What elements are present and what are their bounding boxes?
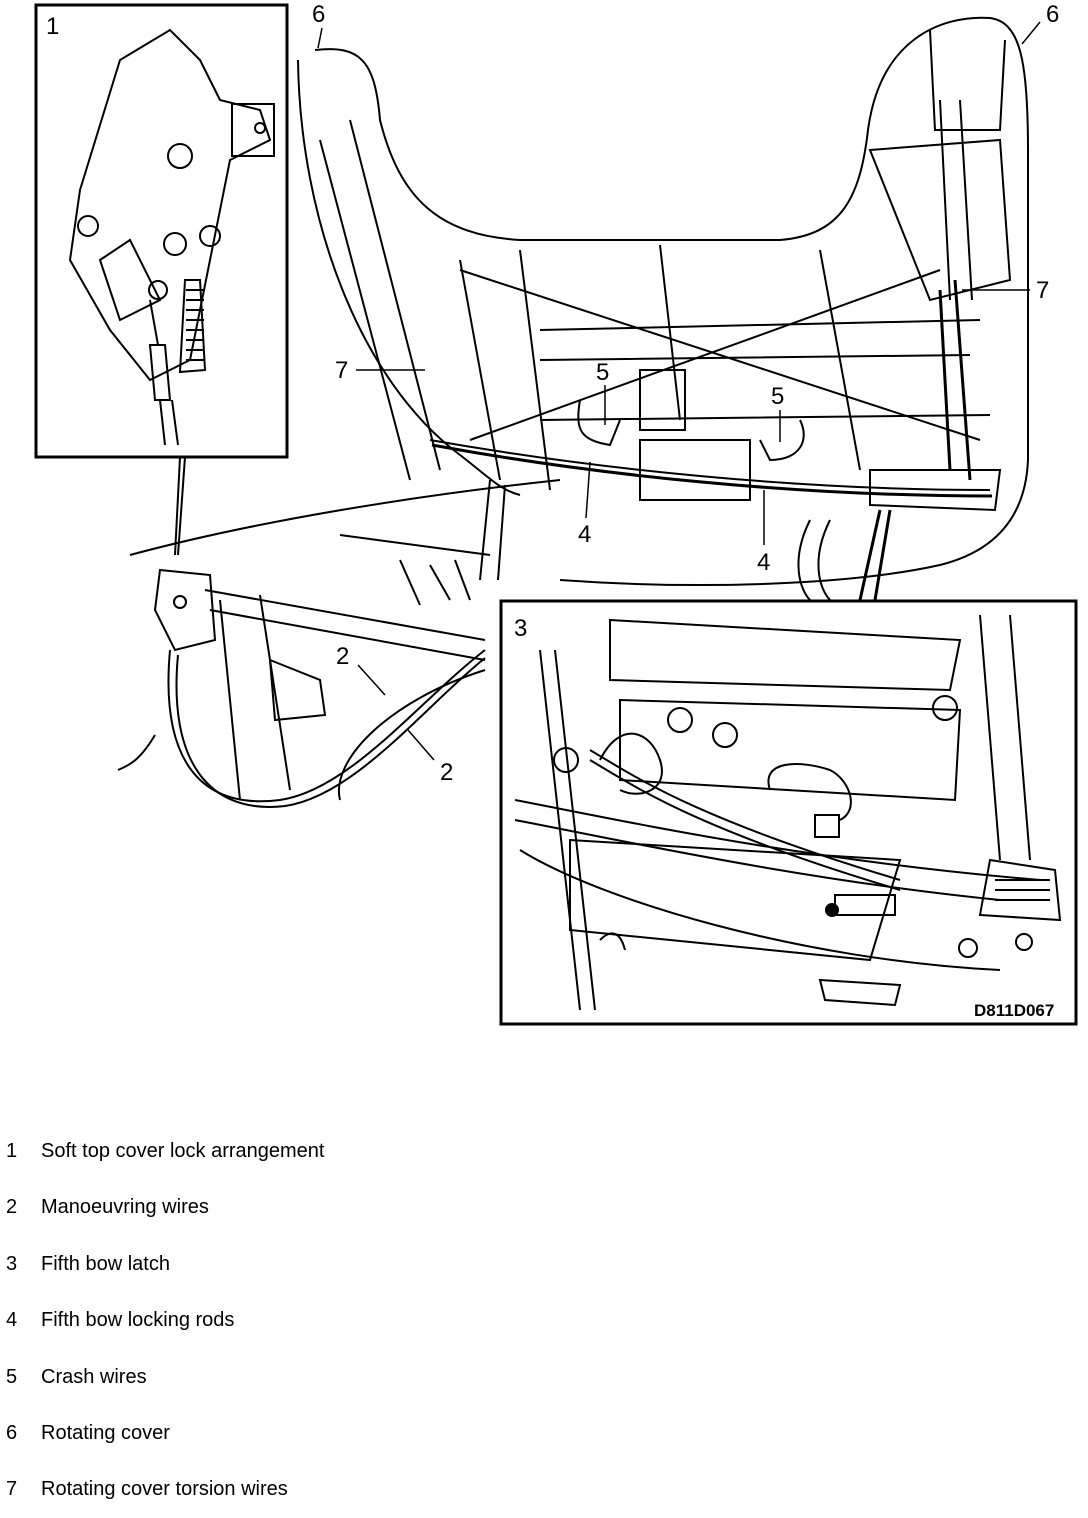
callout-7-left: 7 (335, 357, 348, 384)
inset-fifth-bow-latch (499, 599, 1078, 1026)
callout-6-left: 6 (312, 1, 325, 28)
callout-5-right: 5 (771, 383, 784, 410)
legend-number: 1 (6, 1140, 18, 1162)
legend-label: Rotating cover (41, 1422, 170, 1444)
legend-label: Rotating cover torsion wires (41, 1478, 288, 1500)
callout-2-lower: 2 (440, 759, 453, 786)
callout-4-right: 4 (757, 549, 770, 576)
callout-6-right: 6 (1046, 1, 1059, 28)
figure-code: D811D067 (974, 1001, 1054, 1020)
manoeuvring-wires-area (117, 568, 486, 808)
soft-top-frame (129, 16, 1029, 606)
callout-4-left: 4 (578, 521, 591, 548)
legend-number: 4 (6, 1309, 18, 1331)
legend-number: 3 (6, 1253, 18, 1275)
leader-lines (317, 21, 1041, 761)
legend-label: Fifth bow latch (41, 1253, 170, 1275)
legend-label: Fifth bow locking rods (41, 1309, 235, 1331)
callout-1: 1 (46, 13, 59, 40)
callout-3: 3 (514, 615, 527, 642)
legend-number: 6 (6, 1422, 18, 1444)
legend-label: Soft top cover lock arrangement (41, 1140, 325, 1162)
callout-7-right: 7 (1036, 277, 1049, 304)
legend-number: 5 (6, 1366, 18, 1388)
callout-5-left: 5 (596, 359, 609, 386)
callout-2-upper: 2 (336, 643, 349, 670)
inset-lock-arrangement (34, 3, 289, 459)
legend-number: 7 (6, 1478, 18, 1500)
legend-label: Manoeuvring wires (41, 1196, 209, 1218)
soft-top-diagram: 1 6 6 7 7 5 5 4 4 2 2 3 D811D067 (34, 1, 1078, 1026)
legend-number: 2 (6, 1196, 18, 1218)
legend-label: Crash wires (41, 1366, 147, 1388)
